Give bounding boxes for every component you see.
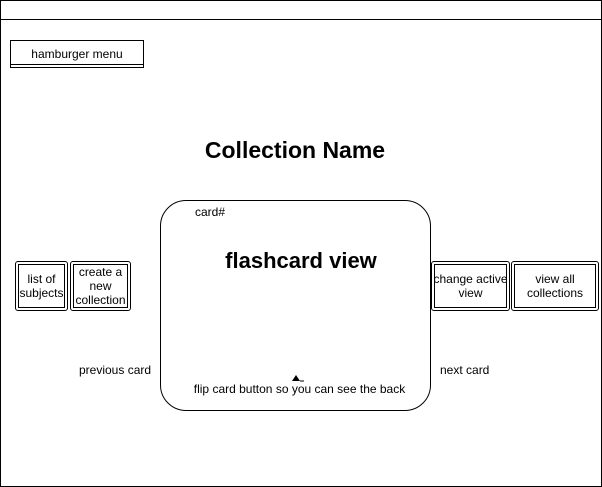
flip-card-button[interactable]	[291, 373, 304, 383]
create-collection-button[interactable]: create a new collection	[70, 261, 131, 311]
flashcard: card# flashcard view flip card button so…	[160, 200, 431, 411]
collection-title: Collection Name	[204, 137, 386, 163]
list-subjects-label: list of subjects	[19, 272, 64, 300]
top-bar	[1, 1, 601, 20]
flashcard-view-title: flashcard view	[225, 248, 377, 273]
previous-card-link[interactable]: previous card	[79, 363, 152, 377]
hamburger-menu-button[interactable]: hamburger menu	[10, 40, 144, 68]
card-number-label: card#	[195, 205, 226, 219]
next-card-link[interactable]: next card	[440, 363, 490, 377]
list-subjects-button[interactable]: list of subjects	[15, 261, 68, 311]
change-active-view-label: change active view	[433, 272, 508, 300]
hamburger-menu-label: hamburger menu	[31, 47, 123, 61]
create-collection-label: create a new collection	[75, 265, 126, 307]
view-all-collections-label: view all collections	[526, 272, 584, 300]
view-all-collections-button[interactable]: view all collections	[511, 261, 599, 311]
triangle-up-icon	[291, 375, 304, 382]
change-active-view-button[interactable]: change active view	[431, 261, 510, 311]
flip-card-label: flip card button so you can see the back	[193, 382, 406, 396]
